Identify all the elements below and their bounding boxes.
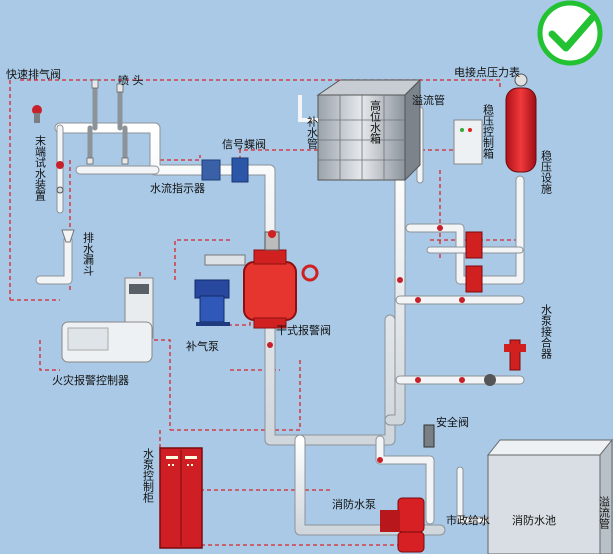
label-sprinkler-head: 喷 头 <box>118 74 144 87</box>
label-fire-pump: 消防水泵 <box>332 497 376 511</box>
drain-funnel-icon <box>61 229 75 243</box>
pump-control-cabinet-icon <box>159 447 203 549</box>
air-pump-icon <box>194 279 230 326</box>
high-tank-icon <box>316 78 422 182</box>
label-fire-pool: 消防水池 <box>512 513 556 527</box>
sprinkler-head-icon <box>86 79 129 165</box>
quick-exhaust-valve-icon <box>32 105 42 123</box>
dry-alarm-valve-icon <box>204 230 319 329</box>
label-municipal-supply: 市政给水 <box>446 513 490 527</box>
pipe-valve-markers <box>267 225 465 463</box>
fire-pump-icon <box>380 497 425 553</box>
water-flow-indicator-icon <box>201 159 221 181</box>
fire-pool-icon <box>486 438 613 554</box>
label-stabilizer-device: 稳压设施 <box>540 149 553 195</box>
label-overflow-pipe: 溢流管 <box>412 93 445 107</box>
pump-adapter-icon <box>484 339 526 386</box>
stabilizer-pump-icon <box>465 231 483 293</box>
label-pressure-gauge: 电接点压力表 <box>454 65 520 79</box>
label-safety-valve: 安全阀 <box>436 415 469 429</box>
label-high-tank: 高位水箱 <box>369 99 382 145</box>
signal-butterfly-valve-icon <box>231 157 249 183</box>
stabilizer-tank-icon <box>505 73 537 173</box>
label-water-flow-indicator: 水流指示器 <box>150 181 205 195</box>
label-air-pump: 补气泵 <box>186 339 219 353</box>
label-end-test-device: 末端试水装置 <box>34 134 47 201</box>
end-test-valve-icon <box>56 161 64 194</box>
label-pump-control-cabinet: 水泵控制柜 <box>142 448 155 504</box>
label-quick-exhaust-valve: 快速排气阀 <box>6 67 61 81</box>
label-stabilizer-cabinet: 稳压控制箱 <box>482 103 495 160</box>
safety-valve-icon <box>423 424 435 448</box>
label-makeup-pipe: 补水管 <box>306 116 319 150</box>
label-signal-butterfly-valve: 信号蝶阀 <box>222 137 266 151</box>
makeup-pipe <box>298 95 318 122</box>
check-circle-icon <box>537 0 603 66</box>
fire-alarm-controller-icon <box>61 277 154 363</box>
signal-lines <box>9 79 520 546</box>
label-drain-funnel: 排水漏斗 <box>82 231 95 276</box>
label-fire-alarm-controller: 火灾报警控制器 <box>52 373 129 387</box>
label-overflow-pipe-2: 溢流管 <box>598 495 611 530</box>
label-dry-alarm-valve: 干式报警阀 <box>276 323 331 337</box>
stabilizer-control-box-icon <box>453 119 483 165</box>
label-pump-adapter: 水泵接合器 <box>540 304 553 360</box>
